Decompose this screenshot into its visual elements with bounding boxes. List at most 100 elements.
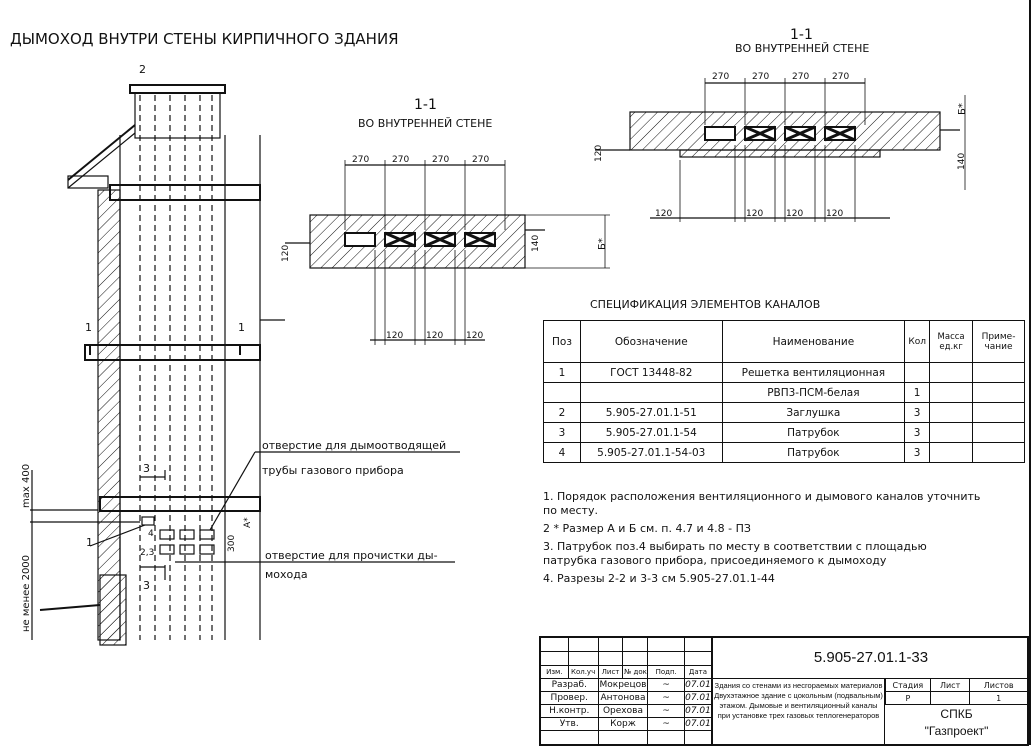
dim-140: 140 (957, 152, 967, 170)
cell: Заглушка (721, 402, 906, 423)
cell: 3 (904, 442, 931, 463)
cell (972, 362, 1025, 383)
cell (929, 402, 974, 423)
dim-270: 270 (792, 72, 810, 82)
dim-120: 120 (826, 209, 844, 219)
signature-row: Утв.Корж~07.01 (540, 717, 713, 731)
section-a-subtitle: ВО ВНУТРЕННЕЙ СТЕНЕ (358, 117, 493, 130)
name: Орехова (597, 704, 649, 718)
org-name-2: "Газпроект" (924, 724, 989, 738)
cell (972, 422, 1025, 443)
header-mass: Масса ед.кг (929, 320, 974, 363)
notes: 1. Порядок расположения вентиляционного … (543, 490, 983, 590)
cell: 1 (543, 362, 581, 383)
section-b-drawing (595, 78, 966, 222)
cell: Стадия (885, 678, 931, 692)
cell (972, 382, 1025, 403)
cell (904, 362, 931, 383)
dim-270: 270 (832, 72, 850, 82)
header-pos: Поз (543, 320, 581, 363)
name: Мокрецов (597, 678, 649, 692)
role: Разраб. (540, 678, 599, 692)
date: 07.01 (683, 704, 713, 718)
section-a-drawing (285, 160, 610, 345)
cell: № док (622, 665, 649, 679)
date: 07.01 (683, 691, 713, 705)
cell: Решетка вентиляционная (721, 362, 906, 383)
dim-300: 300 (227, 534, 237, 552)
cell: 4 (543, 442, 581, 463)
cell: Патрубок (721, 442, 906, 463)
signature-row: Н.контр.Орехова~07.01 (540, 704, 713, 718)
section-b-subtitle: ВО ВНУТРЕННЕЙ СТЕНЕ (735, 42, 870, 55)
section-mark-3-top: 3 (143, 462, 150, 475)
date: 07.01 (683, 678, 713, 692)
cell (929, 442, 974, 463)
signature-row: Разраб.Мокрецов~07.01 (540, 678, 713, 692)
spec-header-row: Поз Обозначение Наименование Кол Масса е… (543, 320, 1025, 363)
dim-270: 270 (712, 72, 730, 82)
date: 07.01 (683, 717, 713, 731)
label-cleanout-2: мохода (265, 568, 308, 581)
cell: 5.905-27.01.1-54-03 (579, 442, 723, 463)
header-qty: Кол (904, 320, 931, 363)
cell: Кол.уч (567, 665, 599, 679)
dim-140: 140 (531, 234, 541, 252)
cell (579, 382, 723, 403)
cell (972, 442, 1025, 463)
stage-value: Р (885, 691, 931, 705)
cell: Подп. (647, 665, 685, 679)
dim-120-left: 120 (281, 244, 291, 262)
dim-120: 120 (426, 331, 444, 341)
cell: Лист (597, 665, 624, 679)
dim-120: 120 (386, 331, 404, 341)
page-title: ДЫМОХОД ВНУТРИ СТЕНЫ КИРПИЧНОГО ЗДАНИЯ (10, 30, 399, 48)
section-mark-1-left: 1 (85, 321, 92, 334)
cell: Лист (929, 678, 971, 692)
dim-270: 270 (392, 155, 410, 165)
signature-row: Провер.Антонова~07.01 (540, 691, 713, 705)
title-block-frame (539, 636, 1029, 746)
header-designation: Обозначение (579, 320, 723, 363)
dim-120-left: 120 (594, 144, 604, 162)
role: Н.контр. (540, 704, 599, 718)
note-2: 2 * Размер А и Б см. п. 4.7 и 4.8 - ПЗ (543, 522, 751, 535)
dim-b: Б* (597, 238, 608, 250)
cell: Дата (683, 665, 713, 679)
dim-270: 270 (472, 155, 490, 165)
header-note: Приме- чание (972, 320, 1025, 363)
label-cleanout-1: отверстие для прочистки ды- (265, 549, 438, 562)
role: Провер. (540, 691, 599, 705)
note-4: 4. Разрезы 2-2 и 3-3 см 5.905-27.01.1-44 (543, 572, 775, 585)
spec-title: СПЕЦИФИКАЦИЯ ЭЛЕМЕНТОВ КАНАЛОВ (590, 298, 821, 311)
org-name-1: СПКБ (940, 707, 973, 721)
sheets-value: 1 (969, 691, 1028, 705)
cell: 5.905-27.01.1-51 (579, 402, 723, 423)
cell: Изм. (540, 665, 569, 679)
cell (929, 362, 974, 383)
dim-270: 270 (752, 72, 770, 82)
elevation-drawing (30, 84, 460, 646)
dim-120: 120 (746, 209, 764, 219)
dim-270: 270 (432, 155, 450, 165)
name: Антонова (597, 691, 649, 705)
callout-2-3: 2,3 (140, 548, 155, 558)
cell (929, 422, 974, 443)
cell: ГОСТ 13448-82 (579, 362, 723, 383)
label-smoke-hole-1: отверстие для дымоотводящей (262, 439, 447, 452)
cell: 1 (904, 382, 931, 403)
cell: 3 (904, 402, 931, 423)
role: Утв. (540, 717, 599, 731)
document-number: 5.905-27.01.1-33 (712, 637, 1029, 679)
dim-min-2000: не менее 2000 (21, 554, 32, 632)
cell (972, 402, 1025, 423)
dim-a: А* (243, 517, 253, 528)
